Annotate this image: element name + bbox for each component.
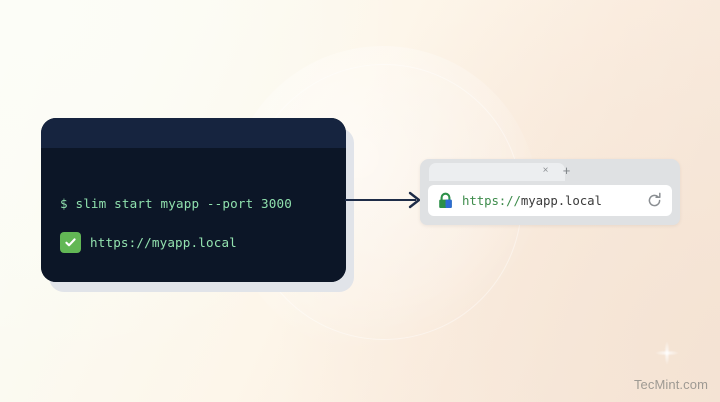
terminal-body: $ slim start myapp --port 3000 https://m… (41, 148, 346, 282)
close-icon[interactable]: × (542, 164, 549, 176)
browser-tab-bar: × + (420, 159, 680, 181)
browser-window: × + https://myapp.local (420, 159, 680, 225)
url-host: myapp.local (520, 193, 602, 208)
terminal-titlebar (41, 118, 346, 148)
reload-icon[interactable] (646, 192, 663, 209)
browser-tab[interactable] (429, 163, 565, 181)
terminal-window: $ slim start myapp --port 3000 https://m… (41, 118, 346, 282)
terminal-result-url: https://myapp.local (90, 235, 237, 250)
check-mark-icon (60, 232, 81, 253)
new-tab-icon[interactable]: + (562, 163, 571, 178)
lock-icon (439, 192, 452, 208)
sparkle-icon (650, 336, 684, 370)
watermark: TecMint.com (633, 377, 708, 392)
terminal-command-line: $ slim start myapp --port 3000 (60, 196, 292, 211)
terminal-result-line: https://myapp.local (60, 232, 237, 253)
flow-arrow-icon (345, 191, 421, 209)
url-bar[interactable]: https://myapp.local (428, 185, 672, 216)
url-text: https://myapp.local (462, 193, 640, 208)
url-scheme: https:// (462, 193, 521, 208)
